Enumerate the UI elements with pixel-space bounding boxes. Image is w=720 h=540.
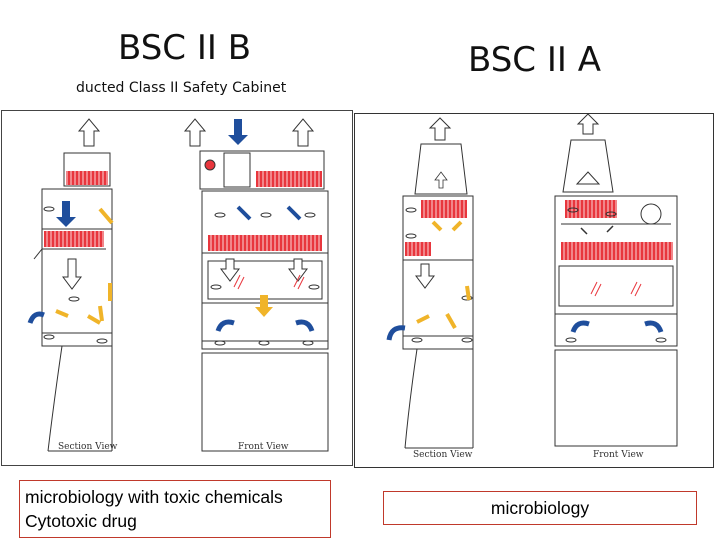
bsc2a-usage-caption: microbiology [383,491,697,525]
bsc2b-usage-line1: microbiology with toxic chemicals [25,487,283,507]
bsc2b-section-view [33,118,113,452]
bsc2a-title: BSC II A [468,40,601,80]
bsc2b-subtitle: ducted Class II Safety Cabinet [76,80,287,96]
bsc2b-section-arrows [27,201,114,325]
bsc2b-diagram-drawing: Section View [27,118,329,452]
bsc2a-front-view [554,113,678,447]
bsc2b-usage-caption: microbiology with toxic chemicals Cytoto… [19,480,331,538]
bsc2a-diagram: Section View Front View [354,113,714,468]
bsc2a-section-view [402,117,474,449]
bsc2b-front-view [183,118,329,452]
bsc2a-section-label: Section View [413,450,473,460]
bsc2b-title: BSC II B [118,28,252,68]
bsc2b-usage-line2: Cytotoxic drug [25,511,137,531]
bsc2b-section-label: Section View [58,442,118,452]
bsc2a-front-arrows [570,225,664,333]
bsc2a-usage-line1: microbiology [490,498,590,518]
bsc2b-front-label: Front View [238,442,289,452]
bsc2a-section-arrows [386,171,471,341]
bsc2b-front-arrows [215,119,315,332]
bsc2a-diagram-drawing: Section View Front View [386,113,678,460]
bsc2b-diagram: Section View [1,110,353,466]
bsc2a-front-label: Front View [593,450,644,460]
